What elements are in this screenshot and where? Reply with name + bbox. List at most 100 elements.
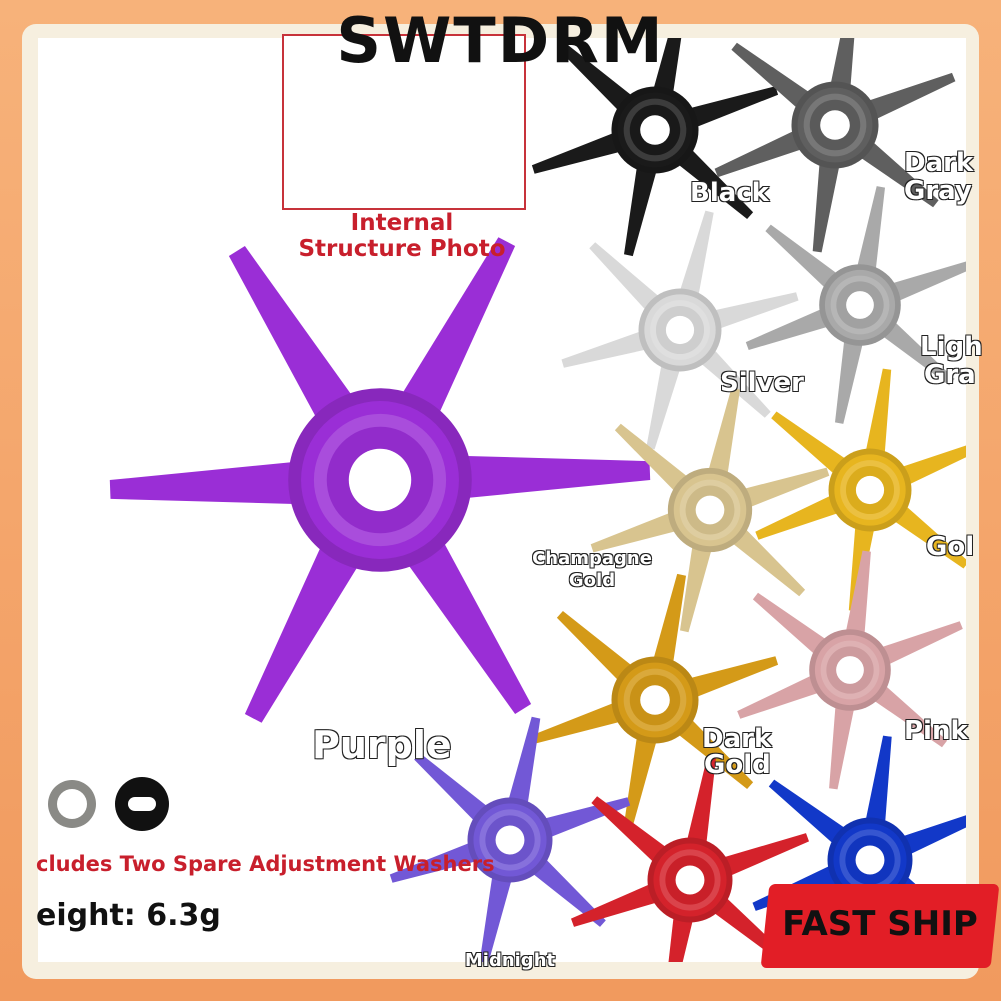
star-center-hole	[836, 656, 864, 684]
star-center-hole	[348, 448, 412, 512]
star-arm	[531, 127, 634, 174]
star-arm	[731, 42, 822, 118]
star-arm	[228, 246, 371, 446]
star-arm	[701, 292, 799, 334]
star-center-hole	[640, 115, 670, 145]
badge-text: FAST SHIP	[782, 904, 978, 944]
star-arm	[745, 303, 841, 350]
star-center-hole	[846, 291, 874, 319]
label-champagne-1: Champagne	[531, 548, 652, 569]
star-center-hole	[855, 845, 885, 875]
star-arm	[883, 497, 966, 569]
star-arm	[479, 862, 516, 962]
star-arm	[385, 237, 516, 443]
star-arm	[863, 368, 892, 467]
star-drag-champagne	[590, 387, 830, 633]
star-arm	[755, 489, 851, 540]
star-drag-pink	[737, 550, 963, 790]
star-arm	[752, 592, 837, 663]
star-arm	[414, 753, 499, 831]
star-arm	[667, 139, 754, 219]
washer-black-slot	[128, 797, 156, 811]
star-arm	[521, 849, 606, 927]
internal-structure-caption: Internal Structure Photo	[282, 210, 522, 262]
star-center-hole	[665, 315, 695, 345]
star-center-hole	[820, 110, 850, 140]
label-purple: Purple	[311, 723, 452, 767]
star-drag-silver	[561, 210, 799, 450]
brand-title: SWTDRM	[336, 4, 665, 77]
star-arm	[872, 312, 955, 386]
label-pink: Pink	[903, 716, 968, 746]
star-arm	[765, 224, 848, 298]
star-arm	[589, 242, 670, 321]
star-drag-purple	[109, 237, 651, 723]
star-arm	[676, 656, 779, 703]
star-arm	[879, 261, 966, 307]
internal-structure-photo	[282, 34, 526, 210]
star-arm	[531, 697, 634, 744]
star-drag-light-gray	[745, 186, 966, 424]
star-arm	[434, 455, 651, 501]
star-arm	[771, 411, 857, 483]
star-arm	[848, 132, 939, 208]
star-center-hole	[495, 825, 525, 855]
star-arm	[684, 756, 716, 857]
star-arm	[614, 423, 699, 501]
star-drag-gold	[755, 368, 966, 612]
star-arm	[855, 72, 956, 126]
star-arm	[244, 517, 375, 723]
star-arm	[863, 677, 948, 748]
star-arm	[504, 716, 541, 818]
star-drag-red	[571, 756, 809, 962]
star-arm	[714, 124, 815, 178]
star-arm	[389, 514, 532, 714]
star-arm	[646, 351, 684, 450]
star-arm	[556, 41, 643, 121]
star-arm	[704, 387, 740, 488]
star-arm	[590, 507, 690, 553]
star-arm	[556, 611, 643, 691]
star-arm	[624, 723, 661, 827]
label-silver: Silver	[719, 368, 804, 398]
star-center-hole	[640, 685, 670, 715]
label-black: Black	[689, 178, 769, 208]
star-drag-dark-gold	[531, 573, 779, 827]
label-light-gray-2: Gra	[923, 360, 976, 390]
star-arm	[812, 149, 843, 253]
washers-note: cludes Two Spare Adjustment Washers	[36, 852, 495, 876]
star-arm	[730, 467, 830, 513]
star-arm	[591, 796, 678, 872]
star-arm	[829, 692, 857, 790]
star-arm	[571, 878, 670, 927]
label-dark-gold-2: Gold	[703, 750, 771, 780]
star-arm	[854, 186, 885, 283]
label-light-gray-1: Ligh	[919, 332, 983, 362]
star-arm	[737, 669, 832, 719]
label-champagne-2: Gold	[568, 570, 616, 591]
star-arm	[690, 339, 771, 418]
star-center-hole	[675, 865, 705, 895]
star-drag-black	[531, 38, 779, 257]
star-arm	[676, 86, 779, 133]
star-arm	[710, 833, 809, 882]
star-arm	[676, 210, 714, 309]
star-arm	[843, 550, 871, 648]
label-midnight: Midnight	[464, 950, 556, 971]
weight-note: eight: 6.3g	[36, 898, 221, 933]
caption-line-1: Internal	[350, 210, 454, 236]
star-arm	[768, 779, 857, 853]
star-arm	[721, 519, 806, 597]
star-arm	[868, 621, 963, 671]
star-drag-midnight	[389, 716, 631, 962]
star-arm	[667, 709, 754, 789]
star-arm	[389, 837, 489, 883]
star-center-hole	[695, 495, 725, 525]
star-arm	[680, 532, 716, 633]
washer-steel-hole	[57, 789, 87, 819]
label-dark-gray-2: Gray	[903, 176, 972, 206]
spare-washers	[48, 777, 169, 831]
star-arm	[863, 735, 892, 837]
star-arm	[624, 153, 661, 257]
label-dark-gray-1: Dark	[903, 148, 974, 178]
